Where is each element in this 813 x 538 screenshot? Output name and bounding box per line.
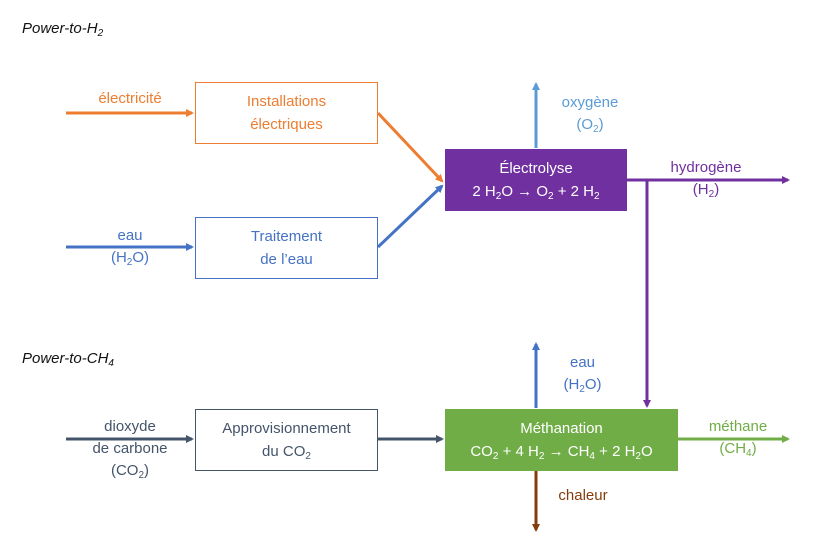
eq-part: + 2 H [594,443,636,460]
box-electrolysis[interactable]: Électrolyse 2 H2O → O2 + 2 H2 [445,149,627,211]
formula-subscript: 2 [579,384,585,395]
box-co2-supply[interactable]: Approvisionnement du CO2 [195,409,378,471]
formula: (CO2) [70,460,190,482]
formula-part: ) [598,116,604,133]
box-title: Méthanation [520,420,603,437]
formula-subscript: 2 [126,257,133,268]
formula-part: ) [144,462,150,479]
label-line: hydrogène [670,159,742,176]
label-line: eau [117,227,143,244]
eq-subscript: 2 [495,191,502,202]
label-line: dioxyde [104,418,156,435]
eq-part: 2 H [472,183,496,200]
arrow-water-treatment-to-electrolysis [376,184,444,249]
formula-part: ) [714,181,720,198]
formula-part: du CO [262,443,306,460]
formula: (H2O) [540,374,625,396]
eq-subscript: 2 [635,451,641,462]
eq-part: → CH [544,443,590,460]
title-text: Power-to-H [22,20,98,37]
box-line: du CO2 [262,440,311,463]
eq-subscript: 2 [548,191,554,202]
label-water-input: eau (H2O) [70,225,190,269]
formula-part: O) [132,249,150,266]
formula-part: (O [576,116,594,133]
formula-part: (H [563,376,580,393]
equation-electrolysis: 2 H2O → O2 + 2 H2 [472,180,599,203]
formula-subscript: 2 [138,470,145,481]
label-water-output: eau (H2O) [540,352,625,396]
box-electrical-installations[interactable]: Installations électriques [195,82,378,144]
label-line: méthane [708,418,768,435]
label-line: eau [569,354,596,371]
label-methane-output: méthane (CH4) [688,416,788,460]
eq-subscript: 2 [594,191,600,202]
formula-part: (CO [110,462,139,479]
formula-subscript: 2 [593,124,599,135]
formula-subscript: 2 [305,451,311,462]
box-line: Traitement [250,228,323,245]
title-power-to-ch4: Power-to-CH4 [22,350,114,369]
title-subscript: 4 [108,358,114,369]
formula-subscript: 4 [746,448,752,459]
formula-part: O) [584,376,602,393]
eq-part: O [640,443,653,460]
formula-part: ) [751,440,757,457]
box-title: Électrolyse [499,160,573,177]
eq-part: + 2 H [553,183,594,200]
label-oxygen-output: oxygène (O2) [540,92,640,136]
formula: (H2O) [70,247,190,269]
formula-subscript: 2 [708,189,715,200]
formula-part: (H [692,181,709,198]
eq-part: CO [470,443,493,460]
title-power-to-h2: Power-to-H2 [22,20,104,39]
eq-part: + 4 H [498,443,539,460]
label-line: oxygène [561,94,619,111]
formula: (O2) [540,114,640,136]
equation-methanation: CO2 + 4 H2 → CH4 + 2 H2O [470,440,652,463]
box-water-treatment[interactable]: Traitement de l’eau [195,217,378,279]
box-methanation[interactable]: Méthanation CO2 + 4 H2 → CH4 + 2 H2O [445,409,678,471]
label-heat-output: chaleur [558,487,608,504]
formula-part: (H [110,249,127,266]
box-line: de l’eau [260,251,313,268]
label-co2-input: dioxyde de carbone (CO2) [70,416,190,482]
box-line: Installations [246,93,327,110]
box-line: électriques [250,116,323,133]
eq-subscript: 4 [589,451,595,462]
title-text: Power-to-CH [22,350,109,367]
eq-part: O → O [501,183,548,200]
formula: (H2) [656,179,756,201]
label-hydrogen-output: hydrogène (H2) [656,157,756,201]
formula: (CH4) [688,438,788,460]
label-electricity: électricité [98,90,162,107]
title-subscript: 2 [97,28,104,39]
formula-part: (CH [719,440,747,457]
eq-subscript: 2 [538,451,545,462]
label-line: de carbone [92,440,168,457]
box-line: Approvisionnement [222,420,351,437]
arrow-electrical-to-electrolysis [376,111,444,183]
eq-subscript: 2 [492,451,499,462]
